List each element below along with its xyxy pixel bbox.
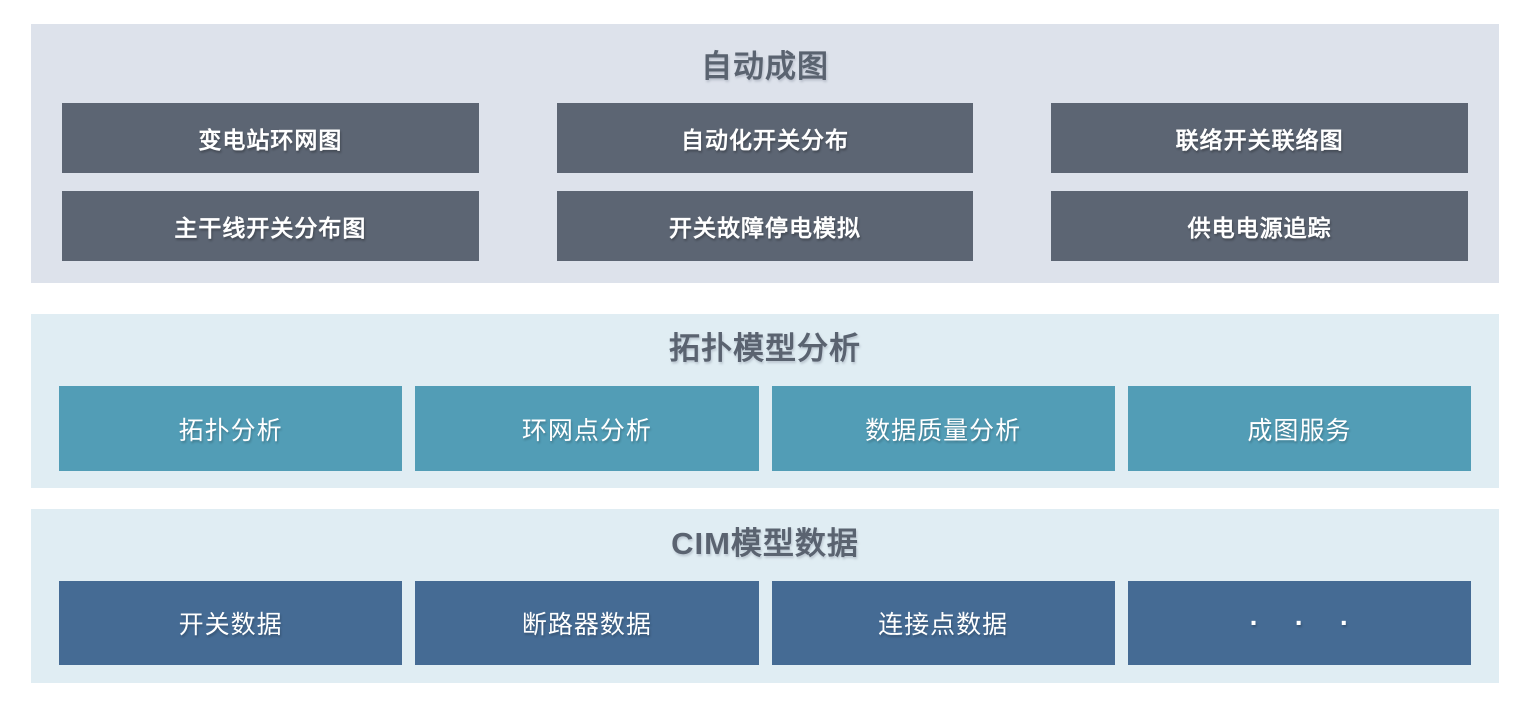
section-title-auto-diagramming: 自动成图 xyxy=(701,49,829,84)
box-trunk-line-switch-distribution-diagram: 主干线开关分布图 xyxy=(62,191,479,261)
section-topology-model-analysis: 拓扑模型分析 拓扑分析 环网点分析 数据质量分析 成图服务 xyxy=(31,314,1499,488)
box-circuit-breaker-data: 断路器数据 xyxy=(415,581,759,665)
auto-diagramming-grid: 变电站环网图 自动化开关分布 联络开关联络图 主干线开关分布图 开关故障停电模拟… xyxy=(62,103,1468,261)
box-tie-switch-connection-diagram: 联络开关联络图 xyxy=(1051,103,1468,173)
box-topology-analysis: 拓扑分析 xyxy=(59,386,403,471)
box-connection-point-data: 连接点数据 xyxy=(771,581,1115,665)
box-switch-data: 开关数据 xyxy=(59,581,403,665)
section-cim-model-data: CIM模型数据 开关数据 断路器数据 连接点数据 · · · xyxy=(31,509,1499,683)
box-diagram-generation-service: 成图服务 xyxy=(1127,386,1471,471)
cim-data-grid: 开关数据 断路器数据 连接点数据 · · · xyxy=(59,581,1471,665)
box-data-quality-analysis: 数据质量分析 xyxy=(771,386,1115,471)
box-more-ellipsis: · · · xyxy=(1127,581,1471,665)
box-switch-fault-outage-simulation: 开关故障停电模拟 xyxy=(556,191,974,261)
topology-analysis-grid: 拓扑分析 环网点分析 数据质量分析 成图服务 xyxy=(59,386,1471,471)
section-auto-diagramming: 自动成图 变电站环网图 自动化开关分布 联络开关联络图 主干线开关分布图 开关故… xyxy=(31,24,1499,283)
box-ring-network-point-analysis: 环网点分析 xyxy=(415,386,759,471)
box-substation-ring-network-diagram: 变电站环网图 xyxy=(62,103,479,173)
box-automated-switch-distribution: 自动化开关分布 xyxy=(556,103,974,173)
box-power-supply-tracing: 供电电源追踪 xyxy=(1051,191,1468,261)
section-title-topology-model-analysis: 拓扑模型分析 xyxy=(669,331,861,366)
section-title-cim-model-data: CIM模型数据 xyxy=(671,526,859,561)
